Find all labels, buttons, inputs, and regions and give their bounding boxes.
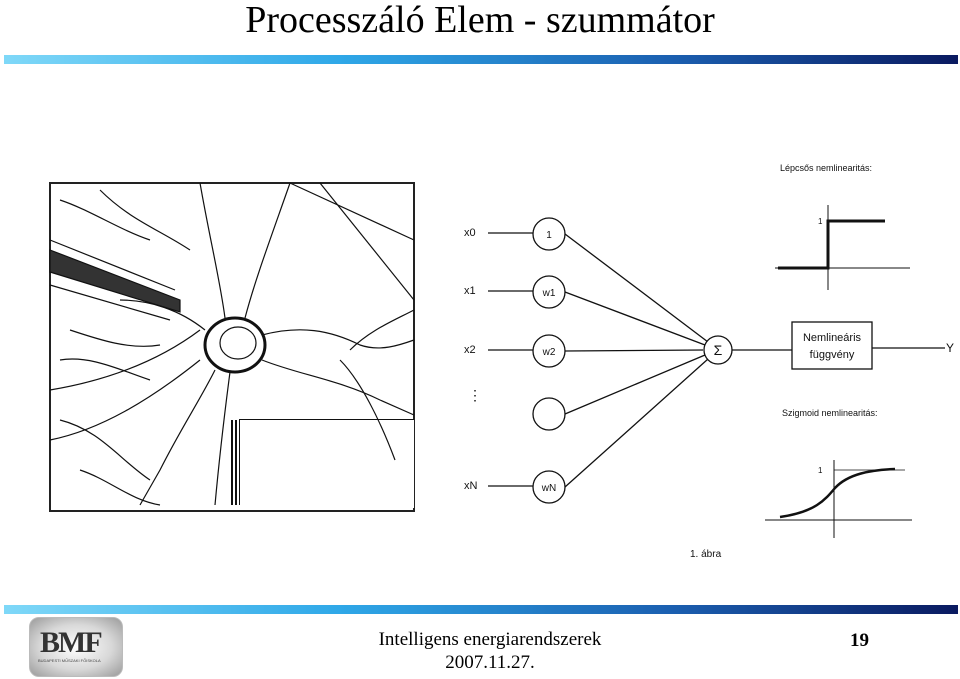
bmf-logo: BMF BUDAPESTI MŰSZAKI FŐISKOLA	[29, 617, 123, 677]
footer-title: Intelligens energiarendszerek	[378, 629, 602, 650]
input-label-xn: xN	[464, 480, 478, 492]
step-title: Lépcsős nemlinearitás:	[780, 163, 872, 173]
footer-date: 2007.11.27.	[445, 652, 535, 673]
input-dots: ⋮	[468, 387, 482, 403]
weight-label-2: w2	[542, 347, 556, 358]
sigmoid-title: Szigmoid nemlinearitás:	[782, 408, 878, 418]
weight-circle-3	[532, 397, 566, 431]
logo-subtext: BUDAPESTI MŰSZAKI FŐISKOLA	[38, 658, 101, 663]
weight-network	[488, 217, 945, 504]
weight-label-1: w1	[542, 288, 556, 299]
weight-label-0: 1	[546, 230, 552, 241]
input-label-x2: x2	[464, 344, 476, 356]
summer-symbol: Σ	[714, 342, 723, 358]
nonlinear-box-line-1: Nemlineáris	[803, 332, 862, 344]
sigmoid-one-label: 1	[818, 466, 823, 475]
figure-caption: 1. ábra	[690, 549, 722, 560]
neuron-micrograph	[49, 182, 415, 512]
input-labels: x0 x1 x2 xN ⋮	[464, 227, 482, 492]
nonlinear-box-line-2: függvény	[810, 349, 855, 361]
input-label-x0: x0	[464, 227, 476, 239]
title-divider-bar	[4, 55, 958, 64]
logo-mark: BMF	[40, 626, 103, 659]
output-label: Y	[946, 341, 954, 355]
slide-title: Processzáló Elem - szummátor	[245, 0, 715, 41]
weight-labels: 1 w1 w2 wN	[541, 230, 556, 494]
sigmoid-plot	[765, 460, 912, 538]
weight-label-4: wN	[541, 483, 556, 494]
page-number: 19	[850, 630, 869, 651]
input-label-x1: x1	[464, 285, 476, 297]
nonlinear-function-box	[791, 321, 873, 370]
step-plot	[775, 205, 910, 290]
footer-divider-bar	[4, 605, 958, 614]
step-one-label: 1	[818, 217, 823, 226]
